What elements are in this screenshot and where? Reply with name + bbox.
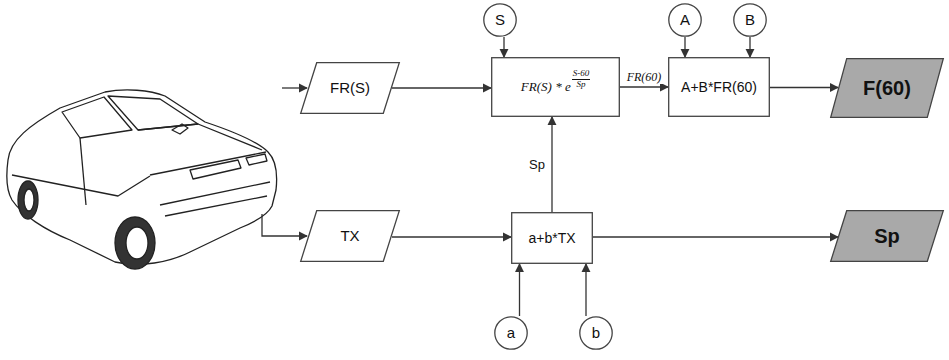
flow-arrow xyxy=(551,117,552,212)
input-parallelogram: FR(S) xyxy=(300,62,400,114)
flow-arrow xyxy=(392,236,511,237)
circle-outline xyxy=(495,317,527,349)
rect-outline xyxy=(512,213,593,264)
process-box: A+B*FR(60) xyxy=(668,57,770,117)
node-label: A xyxy=(680,11,690,28)
flow-arrow xyxy=(519,264,520,316)
para-outline xyxy=(301,211,400,262)
car-mirror xyxy=(172,124,188,134)
car-hood-line xyxy=(138,124,262,150)
node-text-group: A xyxy=(680,11,690,28)
circle-outline xyxy=(484,4,516,36)
node-text-group: a xyxy=(507,324,515,341)
node-text-group: Sp xyxy=(874,225,900,248)
node-label: B xyxy=(745,11,755,28)
flow-arrow xyxy=(585,264,586,316)
para-outline xyxy=(831,211,944,262)
parameter-circle: A xyxy=(668,3,702,37)
para-outline xyxy=(831,59,944,118)
node-text-group: FR(S) * eS-60Sp xyxy=(521,77,590,98)
node-label: S xyxy=(495,11,505,28)
para-outline xyxy=(301,63,400,114)
process-box: a+b*TX xyxy=(511,212,593,264)
circle-outline xyxy=(669,4,701,36)
car-door-line xyxy=(80,138,86,205)
car-side-window xyxy=(62,97,132,138)
node-text-group: FR(S) xyxy=(330,79,370,96)
node-text-group: TX xyxy=(340,227,359,244)
parameter-circle: S xyxy=(483,3,517,37)
node-label: a+b*TX xyxy=(528,230,575,246)
node-text-group: A+B*FR(60) xyxy=(681,79,757,95)
flow-arrow xyxy=(770,87,838,88)
node-label: Sp xyxy=(874,225,900,248)
input-arrow xyxy=(262,214,307,236)
flow-arrow xyxy=(749,37,750,57)
input-arrow xyxy=(282,87,307,88)
flow-arrow xyxy=(684,37,685,57)
node-label: A+B*FR(60) xyxy=(681,79,757,95)
car-hub xyxy=(126,227,148,259)
parameter-circle: a xyxy=(494,316,528,350)
rect-outline xyxy=(669,58,770,117)
car-bumper-line xyxy=(165,196,267,216)
car-headlight xyxy=(190,160,241,179)
node-label: FR(S) xyxy=(330,79,370,96)
node-text-group: S xyxy=(495,11,505,28)
circle-outline xyxy=(734,4,766,36)
parameter-circle: b xyxy=(579,316,613,350)
car-body xyxy=(7,90,277,264)
exponent-denominator: Sp xyxy=(572,80,591,90)
formula-box: FR(S) * eS-60Sp xyxy=(491,57,620,117)
parameter-circle: B xyxy=(733,3,767,37)
output-parallelogram: Sp xyxy=(830,210,944,262)
flow-arrow xyxy=(593,236,838,237)
flow-arrow xyxy=(620,86,668,87)
node-label: a xyxy=(507,324,515,341)
car-front-line xyxy=(150,152,266,175)
node-label: TX xyxy=(340,227,359,244)
car-wheel xyxy=(115,217,155,269)
edge-label: FR(60) xyxy=(625,70,664,84)
output-parallelogram: F(60) xyxy=(830,58,944,118)
flow-arrow xyxy=(392,87,491,88)
rect-outline xyxy=(492,58,620,117)
node-text-group: B xyxy=(745,11,755,28)
exponent-numerator: S-60 xyxy=(572,69,591,80)
flow-arrow xyxy=(503,37,504,57)
car-bumper-line xyxy=(160,182,270,205)
node-text-group: F(60) xyxy=(863,77,911,100)
circle-outline xyxy=(580,317,612,349)
node-text-group: a+b*TX xyxy=(528,230,575,246)
node-label: b xyxy=(592,324,600,341)
input-parallelogram: TX xyxy=(300,210,400,262)
formula-text: FR(S) * e xyxy=(521,79,571,94)
car-headlight xyxy=(246,154,267,165)
edge-label: Sp xyxy=(527,157,547,173)
car-wheel xyxy=(18,181,38,219)
exponent-fraction: S-60Sp xyxy=(572,69,591,90)
car-hub xyxy=(24,189,34,211)
node-text-group: b xyxy=(592,324,600,341)
node-label: F(60) xyxy=(863,77,911,100)
